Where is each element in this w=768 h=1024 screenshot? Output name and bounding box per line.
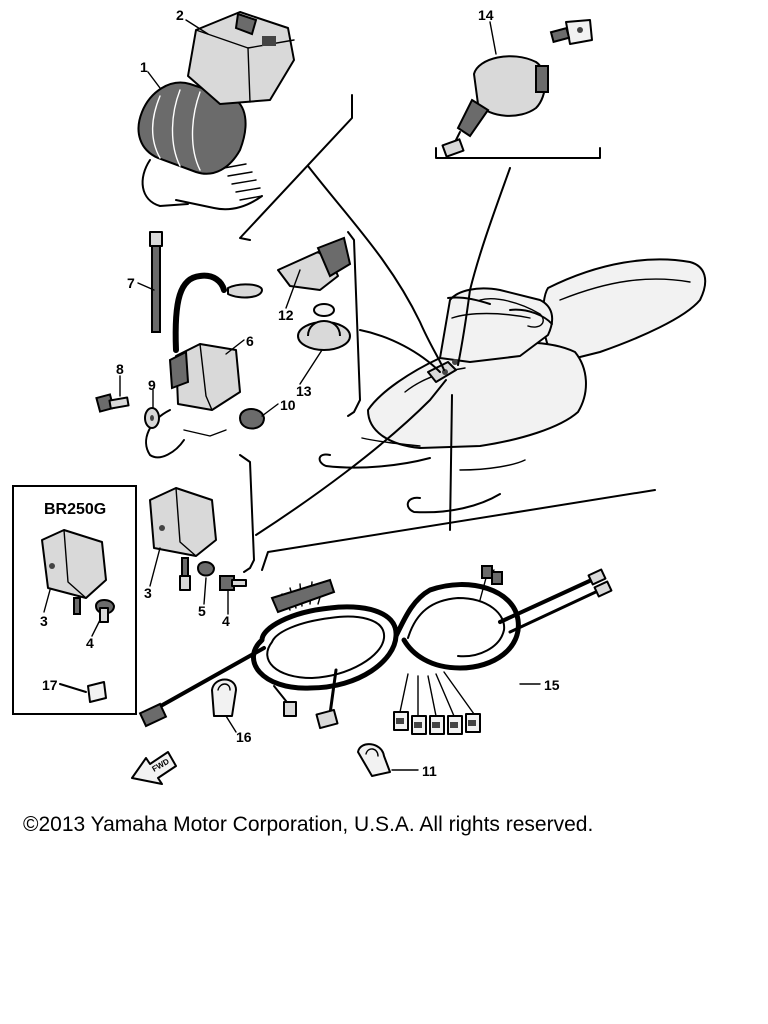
part-7-high-tension-lead — [149, 231, 163, 333]
callout-7: 7 — [127, 275, 135, 291]
part-6-ignition-coil — [145, 272, 241, 459]
part-1-grip-heater — [137, 81, 263, 211]
callout-10: 10 — [280, 397, 296, 413]
part-5-nut — [196, 561, 216, 577]
callout-4-main: 4 — [222, 613, 230, 629]
callout-leaders — [43, 19, 541, 771]
parts-diagram: FWD 1 2 14 7 12 6 8 9 13 10 BR250G 3 5 — [12, 7, 707, 785]
part-8-bolt — [95, 393, 130, 413]
callout-13: 13 — [296, 383, 312, 399]
group-brackets — [239, 94, 656, 573]
part-4-bolt — [219, 575, 247, 591]
callout-1: 1 — [140, 59, 148, 75]
fwd-arrow-icon: FWD — [131, 751, 177, 785]
variant-label: BR250G — [44, 501, 106, 518]
part-15-wire-harness — [138, 565, 613, 735]
part-16-clamp — [211, 678, 237, 717]
callout-14: 14 — [478, 7, 494, 23]
callout-5: 5 — [198, 603, 206, 619]
callout-8: 8 — [116, 361, 124, 377]
snowmobile-illustration — [318, 258, 707, 514]
part-10-cap — [238, 408, 266, 430]
part-14-switch — [441, 55, 549, 158]
callout-9: 9 — [148, 377, 156, 393]
part-9-washer — [144, 407, 160, 429]
copyright-text: ©2013 Yamaha Motor Corporation, U.S.A. A… — [23, 813, 594, 836]
key-icon — [549, 19, 593, 45]
callout-6: 6 — [246, 333, 254, 349]
callout-15: 15 — [544, 677, 560, 693]
callout-2: 2 — [176, 7, 184, 23]
br250g-inset-box — [12, 485, 137, 715]
callout-17: 17 — [42, 677, 58, 693]
part-12-plug-cap — [227, 236, 352, 299]
callout-3-inset: 3 — [40, 613, 48, 629]
part-2-grip-cover — [187, 11, 295, 105]
leader-lines — [255, 165, 511, 536]
callout-12: 12 — [278, 307, 294, 323]
part-13-cap — [297, 303, 351, 351]
callout-16: 16 — [236, 729, 252, 745]
callout-4-inset: 4 — [86, 635, 94, 651]
callout-11: 11 — [422, 763, 437, 779]
callout-3-main: 3 — [144, 585, 152, 601]
callout-numbers: 1 2 14 7 12 6 8 9 13 10 BR250G 3 5 4 3 4… — [40, 7, 560, 779]
part-3-regulator — [149, 487, 217, 591]
part-11-clamp — [357, 743, 391, 777]
